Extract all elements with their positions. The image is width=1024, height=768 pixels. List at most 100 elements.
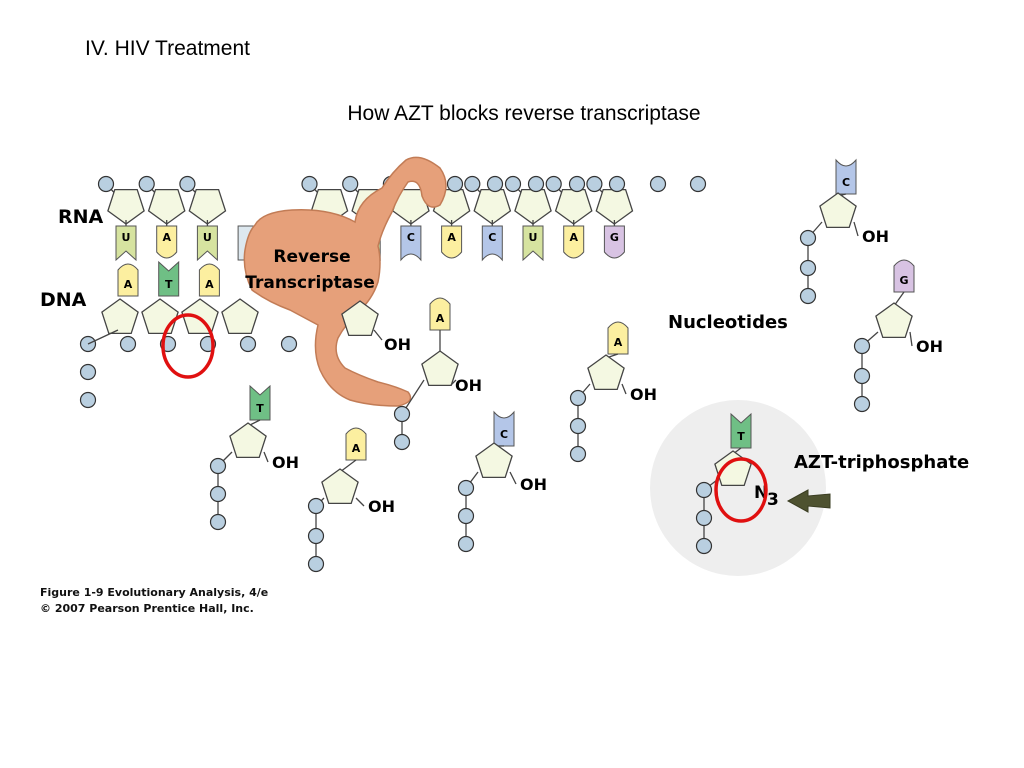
base-letter: C <box>488 231 496 244</box>
base-letter: U <box>122 231 131 244</box>
base-a <box>117 263 139 297</box>
free-nucleotide: T OH <box>209 384 299 531</box>
phosphate-circle <box>393 433 411 451</box>
base-u <box>115 225 137 262</box>
sugar-ring <box>587 354 625 391</box>
base-a <box>563 225 585 259</box>
phosphate-circle <box>689 175 707 193</box>
phosphate-circle <box>457 507 475 525</box>
base-a <box>156 225 178 259</box>
base-g <box>603 225 625 259</box>
enzyme-label-line2: Transcriptase <box>245 273 375 293</box>
phosphate-circle <box>138 175 155 193</box>
sugar-ring <box>554 188 593 225</box>
phosphate-circle <box>569 445 587 463</box>
oh-label: OH <box>272 453 299 472</box>
base-letter: T <box>737 430 745 443</box>
phosphate-circle <box>307 555 325 573</box>
base-letter: C <box>842 176 850 189</box>
phosphate-circle <box>301 175 318 193</box>
sugar-ring <box>221 298 259 335</box>
phosphate-circle <box>504 175 522 193</box>
arrow-icon <box>786 489 831 513</box>
sugar-ring <box>875 302 913 339</box>
phosphate-circle <box>457 479 475 497</box>
sugar-ring <box>475 442 513 479</box>
oh-bond <box>373 329 383 341</box>
sugar-ring <box>473 188 512 225</box>
phosphate-circle <box>446 175 464 193</box>
base-t <box>249 384 271 421</box>
phosphate-circle <box>97 175 115 193</box>
base-letter: U <box>529 231 538 244</box>
credit-line-1: Figure 1-9 Evolutionary Analysis, 4/e <box>40 586 269 599</box>
phosphate-circle <box>209 457 227 475</box>
oh-label: OH <box>368 497 395 516</box>
rna-label: RNA <box>58 206 104 228</box>
sugar-ring <box>421 350 459 387</box>
figure-credit: Figure 1-9 Evolutionary Analysis, 4/e © … <box>40 585 268 617</box>
sugar-ring <box>188 188 227 225</box>
free-nucleotide: COH <box>799 158 889 305</box>
base-c <box>400 225 422 262</box>
base-a <box>429 297 451 331</box>
free-nucleotide: AOH <box>569 321 657 463</box>
phosphate-circle <box>209 485 227 503</box>
oh-bond <box>450 379 457 386</box>
phosphate-circle <box>307 527 325 545</box>
base-letter: A <box>124 278 133 291</box>
free-nucleotide: A OH <box>307 427 395 573</box>
dna-end-oh-label: OH <box>384 335 411 354</box>
base-letter: C <box>407 231 415 244</box>
base-letter: A <box>162 231 171 244</box>
phosphate-circle <box>239 335 257 353</box>
phosphate-circle <box>209 513 227 531</box>
oh-bond <box>909 331 913 347</box>
free-nucleotide: C OH <box>457 410 547 553</box>
phosphate-circle <box>649 175 667 193</box>
highlight-circle-dna-gap <box>161 313 215 379</box>
highlight-circle-azide <box>714 457 768 523</box>
base-letter: U <box>203 231 212 244</box>
sugar-ring <box>181 298 219 335</box>
sugar-ring <box>341 300 379 337</box>
base-c <box>493 410 515 447</box>
base-a <box>607 321 629 355</box>
base-letter: T <box>256 402 264 415</box>
base-letter: A <box>436 312 445 325</box>
phosphate-circle <box>695 537 713 555</box>
sugar-ring <box>107 188 145 225</box>
phosphate-circle <box>79 363 97 381</box>
dna-label: DNA <box>40 289 87 311</box>
base-letter: A <box>614 336 623 349</box>
base-u <box>522 225 544 262</box>
phosphate-circle <box>545 175 562 193</box>
phosphate-circle <box>853 367 871 385</box>
oh-label: OH <box>916 337 943 356</box>
base-letter: G <box>899 274 908 287</box>
base-letter: G <box>610 231 619 244</box>
base-letter: A <box>352 442 361 455</box>
oh-bond <box>509 471 517 485</box>
phosphate-circle <box>119 335 137 353</box>
phosphate-circle <box>342 175 359 193</box>
base-letter: C <box>500 428 508 441</box>
oh-label: OH <box>520 475 547 494</box>
phosphate-circle <box>179 175 196 193</box>
phosphate-circle <box>799 259 817 277</box>
phosphate-circle <box>280 335 298 353</box>
base-letter: A <box>205 278 214 291</box>
phosphate-circle <box>486 175 504 193</box>
phosphate-circle <box>853 337 871 355</box>
oh-bond <box>263 451 269 463</box>
free-nucleotide: G OH <box>853 259 943 413</box>
sugar-ring <box>147 188 186 225</box>
phosphate-circle <box>568 175 586 193</box>
base-c <box>835 158 857 195</box>
phosphate-circle <box>393 405 411 423</box>
phosphate-circle <box>457 535 475 553</box>
phosphate-circle <box>569 389 587 407</box>
